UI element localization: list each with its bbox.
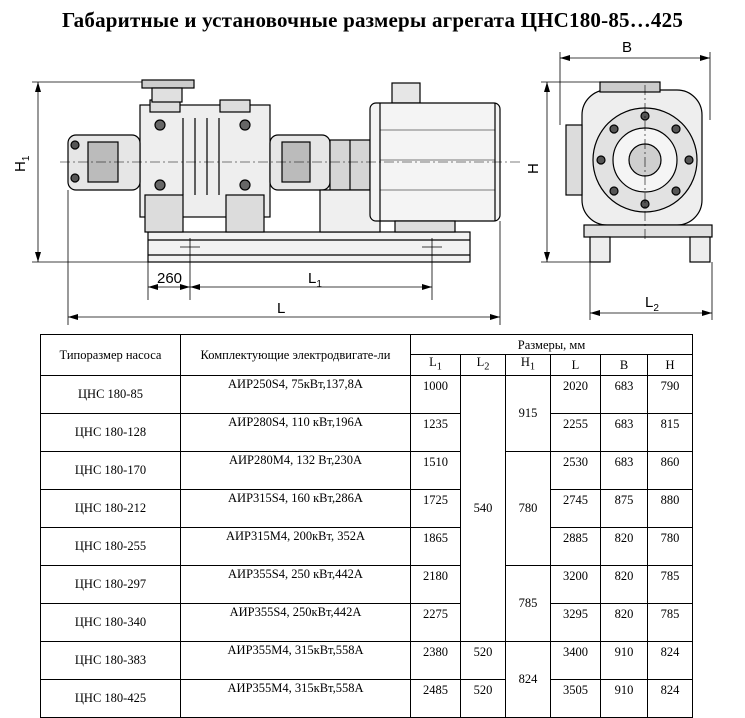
dimension-h1 (32, 81, 148, 263)
table-row: ЦНС 180-255 АИР315М4, 200кВт, 352А 1865 … (40, 526, 694, 566)
header-l: L (550, 354, 601, 376)
merged-l2: 540 (460, 374, 506, 642)
merged-h1-b: 780 (505, 450, 551, 566)
page-title: Габаритные и установочные размеры агрега… (61, 8, 684, 32)
merged-h1-c: 785 (505, 564, 551, 642)
table-row: ЦНС 180-128 АИР280S4, 110 кВт,196А 1235 … (40, 412, 694, 452)
table-row: ЦНС 180-383 АИР355М4, 315кВт,558А 2380 5… (40, 640, 694, 718)
dimension-h (541, 81, 600, 263)
label-l: L (277, 300, 285, 317)
dimension-b (559, 52, 711, 125)
table-row: ЦНС 180-212 АИР315S4, 160 кВт,286А 1725 … (40, 488, 694, 528)
label-260: 260 (157, 270, 182, 287)
header-l1: L1 (410, 354, 461, 376)
header-b: B (600, 354, 648, 376)
dimension-l1 (190, 262, 433, 300)
header-l2: L2 (460, 354, 506, 376)
header-h1: H1 (505, 354, 551, 376)
pump-unit-drawing: H1 260 L1 L B H L2 (12, 39, 713, 325)
dimension-l (67, 190, 501, 325)
header-sizes: Размеры, мм (409, 334, 694, 355)
front-view (565, 81, 713, 263)
electric-motor (369, 82, 501, 233)
dimension-l2 (589, 262, 713, 320)
header-motor: Комплектующие электродвигате-ли (180, 334, 411, 376)
table-row: ЦНС 180-425 АИР355М4, 315кВт,558А 2485 5… (40, 678, 694, 718)
coupling (319, 139, 381, 233)
table-row: ЦНС 180-85 АИР250S4, 75кВт,137,8А 1000 5… (40, 374, 694, 642)
header-h: H (646, 354, 694, 376)
table-row: ЦНС 180-170 АИР280М4, 132 Вт,230А 1510 7… (40, 450, 694, 566)
header-model: Типоразмер насоса (40, 334, 181, 376)
merged-h1-d: 824 (505, 640, 551, 718)
label-l2: L2 (645, 294, 659, 314)
label-h: H (525, 163, 542, 174)
merged-h1-a: 915 (505, 374, 551, 452)
base-frame (147, 231, 471, 263)
pump-body (139, 79, 271, 233)
table-row: ЦНС 180-340 АИР355S4, 250кВт,442А 2275 3… (40, 602, 694, 642)
label-l1: L1 (308, 270, 322, 290)
dimensions-table: Типоразмер насоса Комплектующие электрод… (40, 334, 694, 718)
label-b: B (622, 39, 632, 56)
table-row: ЦНС 180-297 АИР355S4, 250 кВт,442А 2180 … (40, 564, 694, 642)
label-h1: H1 (12, 155, 32, 172)
